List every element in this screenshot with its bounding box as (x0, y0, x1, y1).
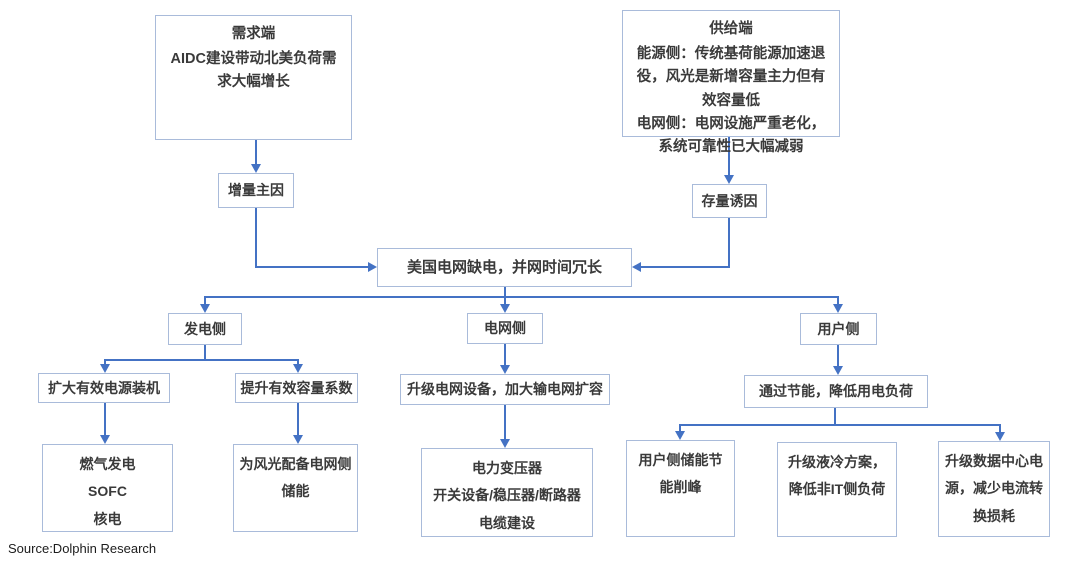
node-dc-power-label: 升级数据中心电源，减少电流转换损耗 (945, 453, 1043, 524)
node-grid-equipment-cables: 电缆建设 (479, 514, 535, 531)
node-expand-capacity: 扩大有效电源装机 (38, 373, 170, 403)
node-gen-option-sofc: SOFC (88, 483, 127, 500)
node-liquid-cooling-label: 升级液冷方案，降低非IT侧负荷 (788, 454, 886, 498)
node-upgrade-grid: 升级电网设备，加大输电网扩容 (400, 374, 610, 405)
node-stock-cause-label: 存量诱因 (701, 192, 758, 209)
node-reduce-load-label: 通过节能，降低用电负荷 (759, 383, 913, 400)
node-upgrade-grid-label: 升级电网设备，加大输电网扩容 (407, 381, 603, 398)
node-grid-side: 电网侧 (467, 313, 543, 344)
node-improve-factor-label: 提升有效容量系数 (240, 379, 353, 396)
node-grid-equipment-switchgear: 开关设备/稳压器/断路器 (433, 487, 581, 504)
node-grid-side-label: 电网侧 (484, 320, 526, 337)
node-gen-option-gas: 燃气发电 (79, 456, 136, 472)
node-user-side-label: 用户侧 (817, 320, 860, 337)
node-increment-cause: 增量主因 (218, 173, 294, 208)
node-liquid-cooling: 升级液冷方案，降低非IT侧负荷 (777, 442, 897, 537)
node-grid-equipment: 电力变压器 开关设备/稳压器/断路器 电缆建设 (421, 448, 593, 537)
node-demand-title: 需求端 (231, 26, 276, 42)
node-demand-side: 需求端 AIDC建设带动北美负荷需求大幅增长 (155, 15, 352, 140)
node-supply-title: 供给端 (709, 21, 753, 37)
source-note: Source:Dolphin Research (8, 541, 157, 556)
node-grid-equipment-transformer: 电力变压器 (472, 460, 542, 476)
node-stock-cause: 存量诱因 (692, 184, 767, 218)
node-increment-cause-label: 增量主因 (228, 182, 284, 199)
node-wind-storage: 为风光配备电网侧储能 (233, 444, 358, 532)
node-wind-storage-label: 为风光配备电网侧储能 (239, 456, 352, 500)
node-generation-side: 发电侧 (168, 313, 242, 345)
node-supply-body-energy: 能源侧：传统基荷能源加速退役，风光是新增容量主力但有效容量低 (636, 46, 826, 109)
node-demand-body: AIDC建设带动北美负荷需求大幅增长 (170, 51, 337, 91)
node-user-side: 用户侧 (800, 313, 877, 345)
node-improve-factor: 提升有效容量系数 (235, 373, 358, 403)
node-user-storage-label: 用户侧储能节能削峰 (638, 452, 723, 496)
node-user-storage: 用户侧储能节能削峰 (626, 440, 735, 537)
node-generation-side-label: 发电侧 (184, 320, 226, 337)
node-dc-power: 升级数据中心电源，减少电流转换损耗 (938, 441, 1050, 537)
node-bottleneck-label: 美国电网缺电，并网时间冗长 (406, 258, 602, 276)
node-supply-side: 供给端 能源侧：传统基荷能源加速退役，风光是新增容量主力但有效容量低 电网侧：电… (622, 10, 840, 155)
node-gen-option-nuclear: 核电 (93, 510, 122, 527)
node-supply-body-grid: 电网侧：电网设施严重老化，系统可靠性已大幅减弱 (636, 115, 826, 155)
node-generation-options: 燃气发电 SOFC 核电 (42, 444, 173, 532)
node-bottleneck: 美国电网缺电，并网时间冗长 (377, 248, 632, 287)
node-expand-capacity-label: 扩大有效电源装机 (48, 379, 160, 396)
node-reduce-load: 通过节能，降低用电负荷 (744, 375, 928, 408)
